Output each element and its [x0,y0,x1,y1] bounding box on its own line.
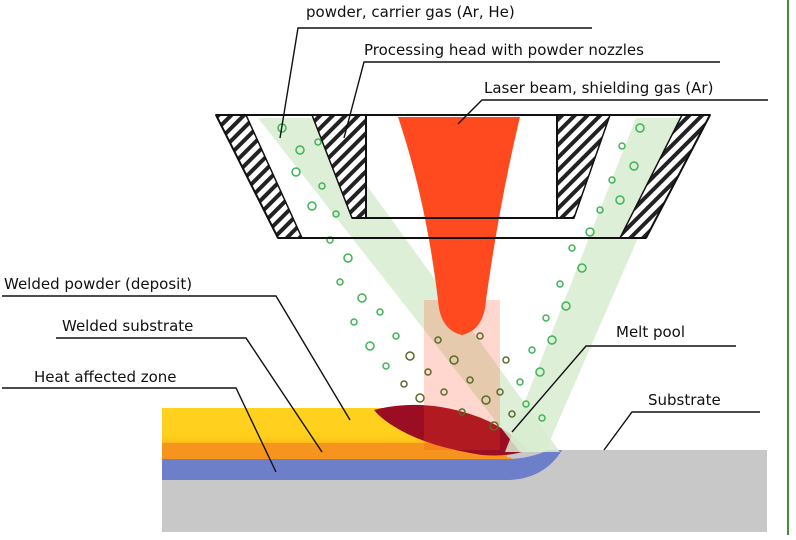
powder-particle [343,253,353,263]
powder-particle [415,393,425,403]
powder-particle [528,346,536,354]
label-melt-pool: Melt pool [616,323,685,341]
powder-particle [434,336,442,344]
powder-particle [466,376,474,384]
powder-particle [291,167,301,177]
leader-melt-pool [511,345,736,433]
head-left-side [215,114,279,239]
powder-particle [350,318,358,326]
leader-welded-powder [2,295,351,421]
powder-particles [277,123,645,431]
powder-particle [376,308,384,316]
label-substrate: Substrate [648,391,721,409]
powder-particle [458,408,466,416]
label-welded-powder: Welded powder (deposit) [4,275,192,293]
powder-stream-left [258,118,560,452]
powder-particle [382,362,390,370]
leader-heat-affected [2,387,277,473]
label-heat-affected-zone: Heat affected zone [34,368,177,386]
powder-particle [476,332,484,340]
powder-particle [295,145,305,155]
powder-particle [596,206,604,214]
powder-particle [357,293,367,303]
powder-particle [440,388,448,396]
powder-particle [318,182,326,190]
powder-particle [508,410,516,418]
powder-particle [496,388,504,396]
powder-particle [535,367,545,377]
powder-particle [365,341,375,351]
label-powder-gas: powder, carrier gas (Ar, He) [306,3,515,21]
powder-particle [547,335,557,345]
powder-particle [405,351,415,361]
powder-particle [489,421,499,431]
powder-particle [585,227,595,237]
powder-particle [615,195,625,205]
powder-particle [608,176,616,184]
powder-particle [556,280,564,288]
processing-head [214,114,712,239]
powder-particle [522,400,530,408]
powder-particle [502,356,510,364]
powder-particle [516,378,524,386]
powder-particle [542,314,550,322]
head-right-side [645,114,711,239]
powder-particle [314,138,322,146]
powder-particle [332,210,340,218]
heat-affected-zone-layer [162,450,562,480]
powder-particle [449,355,459,365]
powder-particle [629,161,639,171]
leader-welded-substrate [56,337,323,453]
leader-lines [2,27,768,473]
powder-particle [561,301,571,311]
powder-particle [336,278,344,286]
leader-substrate [603,411,760,451]
laser-beam [398,117,520,335]
powder-particle [568,244,576,252]
melt-pool [374,404,528,456]
powder-particle [481,395,491,405]
powder-particle [635,123,645,133]
nozzle-right-inner [556,114,612,219]
leader-laser-beam [457,99,768,125]
welded-substrate-layer [162,443,507,459]
powder-particle [400,380,408,388]
label-processing-head: Processing head with powder nozzles [364,41,644,59]
powder-particle [577,263,587,273]
label-welded-substrate: Welded substrate [62,317,193,335]
powder-particle [307,201,317,211]
leader-processing-head [343,61,720,139]
laser-beam-lower [424,300,500,450]
label-laser-beam: Laser beam, shielding gas (Ar) [484,79,713,97]
powder-particle [424,368,432,376]
leader-powder-gas [279,27,592,139]
powder-particle [618,142,626,150]
powder-particle [538,414,546,422]
powder-particle [392,332,400,340]
